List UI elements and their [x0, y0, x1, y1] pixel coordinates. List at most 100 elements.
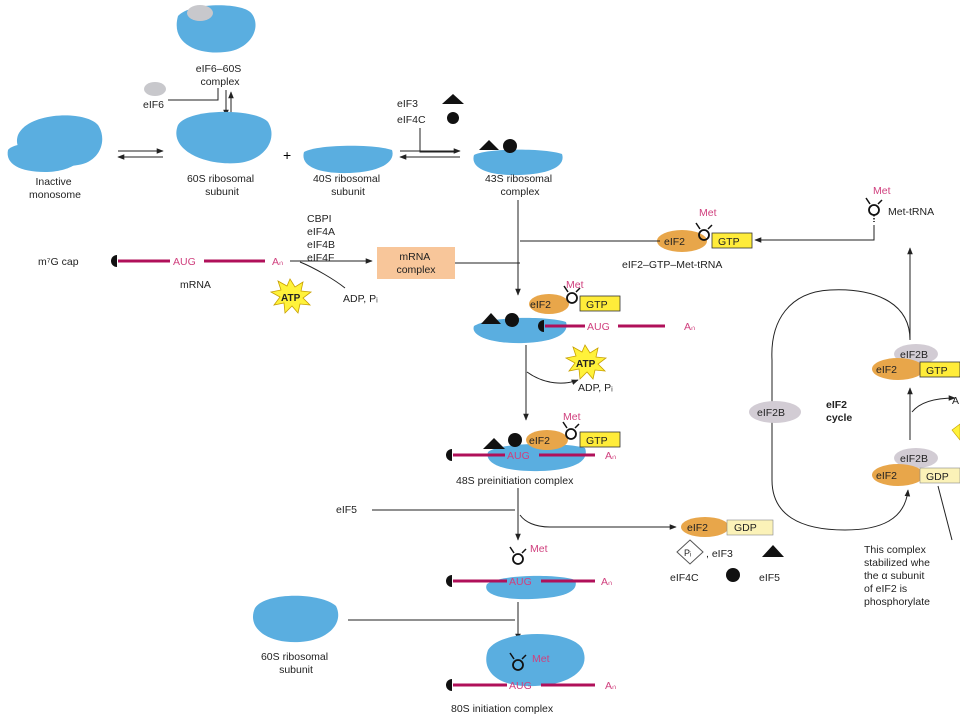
complex80s-aug: AUG — [509, 680, 532, 692]
eif2b-gtp-label: eIF2B — [900, 349, 928, 361]
eif2b-gdp-oval — [894, 448, 938, 468]
eif2b-gdp-label: eIF2B — [900, 453, 928, 465]
mrna-complex-box — [377, 247, 455, 279]
cycle-gtp-label: GTP — [926, 365, 948, 377]
release-arrow — [519, 514, 677, 530]
released-eif2-label: eIF2 — [687, 522, 708, 534]
complex48s-gtp-box — [579, 431, 621, 448]
complex48s-cap — [446, 449, 452, 461]
adp-pi-label-1: ADP, Pᵢ — [343, 293, 378, 305]
inactive-monosome-label: Inactive monosome — [29, 176, 81, 201]
cycle-eif2-gdp-oval — [872, 464, 924, 486]
subunit-60s-shape — [176, 111, 272, 164]
cut-label-a: A — [952, 395, 959, 407]
complex2-gtp-label: GTP — [586, 299, 608, 311]
ternary-gtp-label: GTP — [718, 236, 740, 248]
subunit-60s-b-label: 60S ribosomal subunit — [261, 651, 331, 676]
met-label-ternary: Met — [699, 207, 717, 219]
released-eif3-triangle — [762, 545, 784, 557]
complex48s-an: Aₙ — [605, 450, 616, 462]
met-label-trna: Met — [873, 185, 891, 197]
released-eif3-label: , eIF3 — [706, 548, 733, 560]
cycle-eif2-gdp-label: eIF2 — [876, 470, 897, 482]
met-trna-join-arrow — [754, 225, 875, 243]
m7g-cap-mark — [111, 255, 117, 267]
complex80s-cap — [446, 679, 452, 691]
complex2-cap — [538, 320, 544, 332]
released-eif4c-circle — [726, 568, 740, 582]
ternary-complex-label: eIF2–GTP–Met-tRNA — [622, 259, 722, 271]
cycle-gtp-box — [919, 361, 960, 378]
subunit-60s-b-shape — [252, 595, 339, 643]
pre80s-aug: AUG — [509, 576, 532, 588]
eif4c-label: eIF4C — [397, 114, 426, 126]
eif2-cycle-loop — [771, 289, 911, 531]
met-label-2: Met — [566, 279, 584, 291]
released-eif2-oval — [681, 517, 729, 537]
complex48s-eif2-oval — [526, 430, 568, 450]
preinit-48s-label: 48S preinitiation complex — [456, 475, 574, 487]
cycle-eif2-gtp-label: eIF2 — [876, 364, 897, 376]
released-gdp-box — [726, 519, 774, 536]
subunit-40s-label: 40S ribosomal subunit — [313, 173, 383, 198]
met-label-80s-pre: Met — [530, 543, 548, 555]
pre80s-cap — [446, 575, 452, 587]
mrna-binding-factors: CBPI eIF4A eIF4B eIF4F — [307, 213, 338, 264]
pre80s-an: Aₙ — [601, 576, 612, 588]
pi-label: Pᵢ — [684, 548, 691, 558]
subunit-40s-shape — [303, 145, 393, 174]
complex48s-aug: AUG — [507, 450, 530, 462]
eif3-triangle — [442, 94, 464, 104]
atp-label-2: ATP — [576, 359, 596, 370]
ternary-eif2-label: eIF2 — [664, 236, 685, 248]
ternary-gtp-box — [711, 232, 753, 249]
met-label-48s: Met — [563, 411, 581, 423]
eif5-label: eIF5 — [336, 504, 357, 516]
complex2-circle — [505, 313, 519, 327]
eif4c-circle — [447, 112, 459, 124]
subunit-60s-label: 60S ribosomal subunit — [187, 173, 257, 198]
eif6-free-oval — [144, 82, 166, 96]
complex80s-large — [486, 633, 585, 687]
met-trna-label: Met-tRNA — [888, 206, 934, 218]
pi-diamond — [676, 539, 704, 565]
met-label-80s: Met — [532, 653, 550, 665]
note-pointer-line — [937, 485, 953, 541]
trna-icon-6 — [509, 652, 527, 671]
complex2-aug: AUG — [587, 321, 610, 333]
m7g-cap-label: m⁷G cap — [38, 256, 79, 268]
eif2b-free-label: eIF2B — [757, 407, 785, 419]
mrna-aug-label: AUG — [173, 256, 196, 268]
complex48s-triangle — [483, 438, 505, 449]
adp-pi-label-2: ADP, Pᵢ — [578, 382, 613, 394]
trna-icon-4 — [562, 421, 580, 440]
complex-43s-shape — [473, 149, 563, 176]
released-eif5-label: eIF5 — [759, 572, 780, 584]
released-eif4c-label: eIF4C — [670, 572, 699, 584]
cycle-gdp-box — [919, 467, 960, 484]
complex48s-eif2-label: eIF2 — [529, 435, 550, 447]
released-gdp-label: GDP — [734, 522, 757, 534]
trna-icon-1 — [865, 197, 883, 222]
inactive-monosome-small — [7, 143, 82, 172]
atp-curve-arrow-2 — [526, 371, 579, 385]
ternary-eif2-oval — [657, 230, 707, 252]
complex2-triangle — [481, 313, 501, 324]
complex2-eif2-label: eIF2 — [530, 299, 551, 311]
cycle-eif2-gtp-oval — [872, 358, 924, 380]
init-80s-label: 80S initiation complex — [451, 703, 554, 715]
cycle-gdp-label: GDP — [926, 471, 949, 483]
mrna-an-label: Aₙ — [272, 256, 283, 268]
plus-sign: + — [283, 147, 291, 163]
eif-join-arrow — [419, 128, 455, 153]
eif2b-free-oval — [749, 401, 801, 423]
eif6-60s-complex-label: eIF6–60S complex — [196, 63, 244, 88]
mrna-complex-label: mRNA complex — [396, 251, 436, 276]
atp-star-1 — [269, 278, 313, 314]
atp-label-1: ATP — [281, 293, 301, 304]
trna-icon-5 — [509, 546, 527, 565]
complex48s-circle — [508, 433, 522, 447]
complex-43s-triangle — [479, 140, 499, 150]
cycle-release-arrow — [911, 395, 956, 413]
